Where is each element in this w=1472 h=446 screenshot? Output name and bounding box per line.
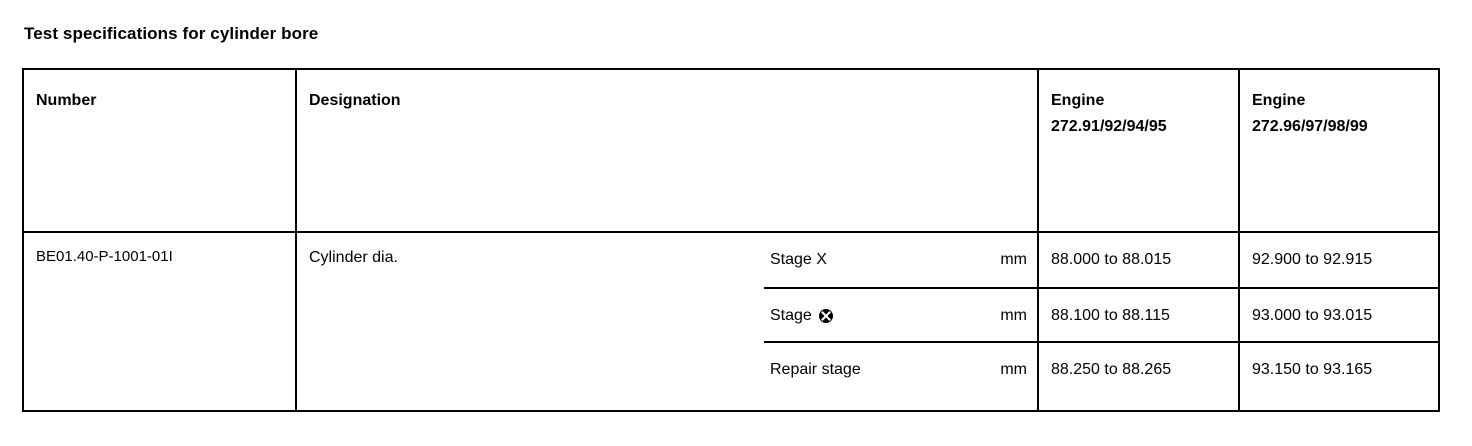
stage-name: Stage X xyxy=(770,251,827,268)
column-rule-engine-2 xyxy=(1238,70,1240,410)
stage-label-stage-crossed-circle: Stage mm xyxy=(764,289,1037,343)
column-header-designation: Designation xyxy=(297,70,1037,114)
crossed-circle-icon xyxy=(818,309,833,323)
cell-designation: Cylinder dia. xyxy=(297,233,1037,410)
unit-label: mm xyxy=(1000,307,1027,324)
value-engine-1: 88.250 to 88.265 xyxy=(1051,361,1172,378)
stage-name: Stage xyxy=(770,307,812,324)
measurement-row-repair-stage: Repair stage mm 88.250 to 88.265 93.150 … xyxy=(764,341,1438,397)
value-engine-1: 88.100 to 88.115 xyxy=(1051,307,1170,324)
measurement-row-stage-crossed-circle: Stage mm 88.100 to 88.115 93.000 to 93.0… xyxy=(764,287,1438,343)
value-engine-2: 93.000 to 93.015 xyxy=(1252,307,1373,324)
stage-label-stage-x: Stage X mm xyxy=(764,233,1037,287)
value-engine-2: 92.900 to 92.915 xyxy=(1252,251,1373,268)
column-header-engine-1-line2: 272.91/92/94/95 xyxy=(1051,117,1167,135)
page-title: Test specifications for cylinder bore xyxy=(24,24,319,43)
column-header-number: Number xyxy=(24,70,295,114)
column-header-engine-2-line1: Engine xyxy=(1252,92,1306,109)
cell-number: BE01.40-P-1001-01I xyxy=(24,233,295,410)
stage-name: Repair stage xyxy=(770,361,861,378)
column-header-engine-2: Engine 272.96/97/98/99 xyxy=(1240,70,1440,139)
value-engine-2: 93.150 to 93.165 xyxy=(1252,361,1373,378)
spec-number-value: BE01.40-P-1001-01I xyxy=(36,248,173,265)
column-header-number-label: Number xyxy=(36,92,97,109)
unit-label: mm xyxy=(1000,361,1027,378)
column-rule-engine-1 xyxy=(1037,70,1039,410)
column-header-engine-2-line2: 272.96/97/98/99 xyxy=(1252,117,1368,135)
designation-value: Cylinder dia. xyxy=(309,249,398,266)
table-header-row: Number Designation Engine 272.91/92/94/9… xyxy=(24,70,1438,233)
column-header-designation-label: Designation xyxy=(309,92,401,109)
column-header-engine-1-line1: Engine xyxy=(1051,92,1105,109)
unit-label: mm xyxy=(1000,251,1027,268)
table-row: BE01.40-P-1001-01I Cylinder dia. Stage X… xyxy=(24,233,1438,410)
test-specifications-table: Number Designation Engine 272.91/92/94/9… xyxy=(22,68,1440,412)
column-rule-designation xyxy=(295,70,297,410)
value-engine-1: 88.000 to 88.015 xyxy=(1051,251,1172,268)
stage-label-repair-stage: Repair stage mm xyxy=(764,343,1037,397)
measurement-subgrid: Stage X mm 88.000 to 88.015 92.900 to 92… xyxy=(764,233,1438,410)
column-header-engine-1: Engine 272.91/92/94/95 xyxy=(1039,70,1238,139)
measurement-row-stage-x: Stage X mm 88.000 to 88.015 92.900 to 92… xyxy=(764,233,1438,287)
